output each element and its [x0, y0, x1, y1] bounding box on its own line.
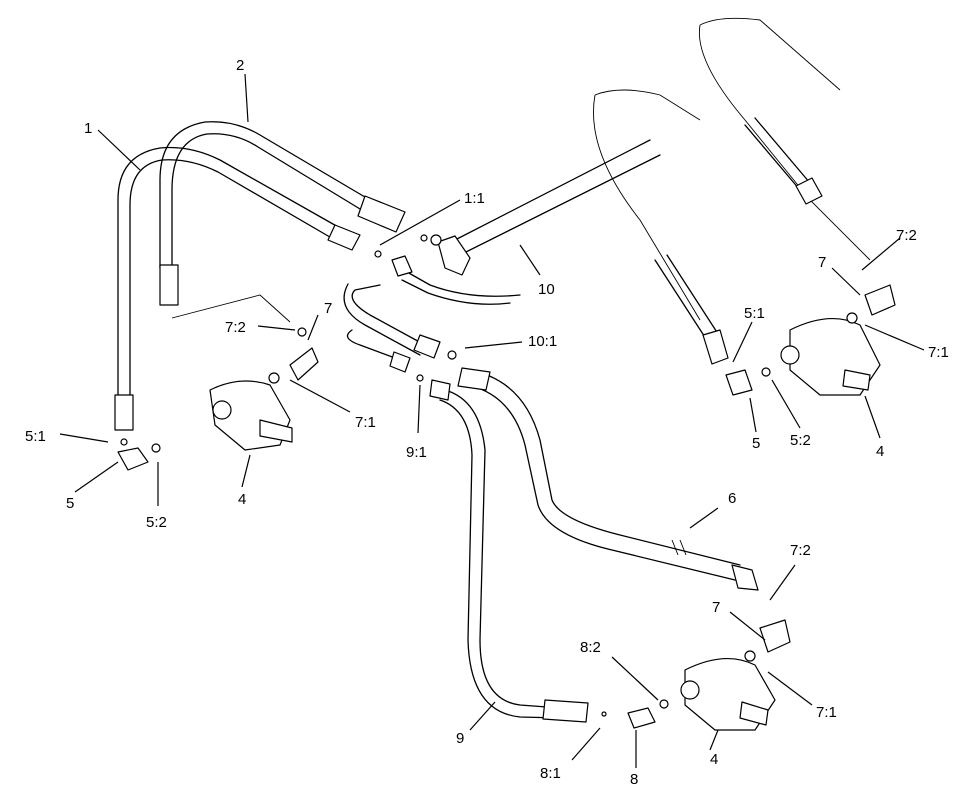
leader-lines [59, 73, 925, 768]
callout-10: 10 [538, 281, 555, 298]
callout-5-2-left: 5:2 [146, 514, 167, 531]
pump-4-left [209, 380, 293, 451]
tank-outline-right [698, 17, 871, 261]
hose-9 [429, 379, 589, 723]
callout-9-1: 9:1 [406, 444, 427, 461]
tube-cluster-center [343, 283, 441, 373]
callout-7-2-left: 7:2 [225, 319, 246, 336]
callout-4-left: 4 [238, 491, 246, 508]
callout-7-2-right: 7:2 [896, 227, 917, 244]
callout-5-right: 5 [752, 435, 760, 452]
hose-1 [114, 146, 361, 431]
callout-1: 1 [84, 120, 92, 137]
pump-4-right [780, 317, 881, 396]
callout-8-2: 8:2 [580, 639, 601, 656]
callout-7-1-left: 7:1 [355, 414, 376, 431]
pump-4-bottom [680, 657, 776, 731]
callout-7-1-bottom: 7:1 [816, 704, 837, 721]
callout-10-1: 10:1 [528, 333, 557, 350]
callout-7-left: 7 [324, 300, 332, 317]
callout-7-1-right: 7:1 [928, 344, 949, 361]
fitting-7-bottom [744, 619, 791, 662]
callout-labels: 1 2 1:1 10 7:2 7 7:1 5:1 5 5:2 4 10:1 9:… [25, 57, 949, 788]
callout-8-1: 8:1 [540, 765, 561, 782]
fitting-7-left [268, 327, 319, 384]
callout-5-2-right: 5:2 [790, 432, 811, 449]
callout-1-1: 1:1 [464, 190, 485, 207]
callout-7-2-bottom: 7:2 [790, 542, 811, 559]
o-rings-center [374, 234, 457, 382]
callout-2: 2 [236, 57, 244, 74]
callout-7-bottom: 7 [712, 599, 720, 616]
hose-2 [159, 121, 406, 323]
callout-5-left: 5 [66, 495, 74, 512]
callout-5-1-right: 5:1 [744, 305, 765, 322]
callout-5-1-left: 5:1 [25, 428, 46, 445]
hose-6 [457, 367, 759, 591]
callout-6: 6 [728, 490, 736, 507]
fitting-7-right [846, 284, 896, 324]
callout-8: 8 [630, 771, 638, 788]
fitting-5-left [117, 438, 161, 471]
tank-outline-middle [593, 89, 729, 365]
callout-4-right: 4 [876, 443, 884, 460]
callout-4-bottom: 4 [710, 751, 718, 768]
tube-10 [391, 139, 661, 305]
callout-7-right: 7 [818, 254, 826, 271]
callout-9: 9 [456, 730, 464, 747]
fitting-8-bottom [601, 699, 669, 729]
fitting-5-right [725, 367, 771, 396]
